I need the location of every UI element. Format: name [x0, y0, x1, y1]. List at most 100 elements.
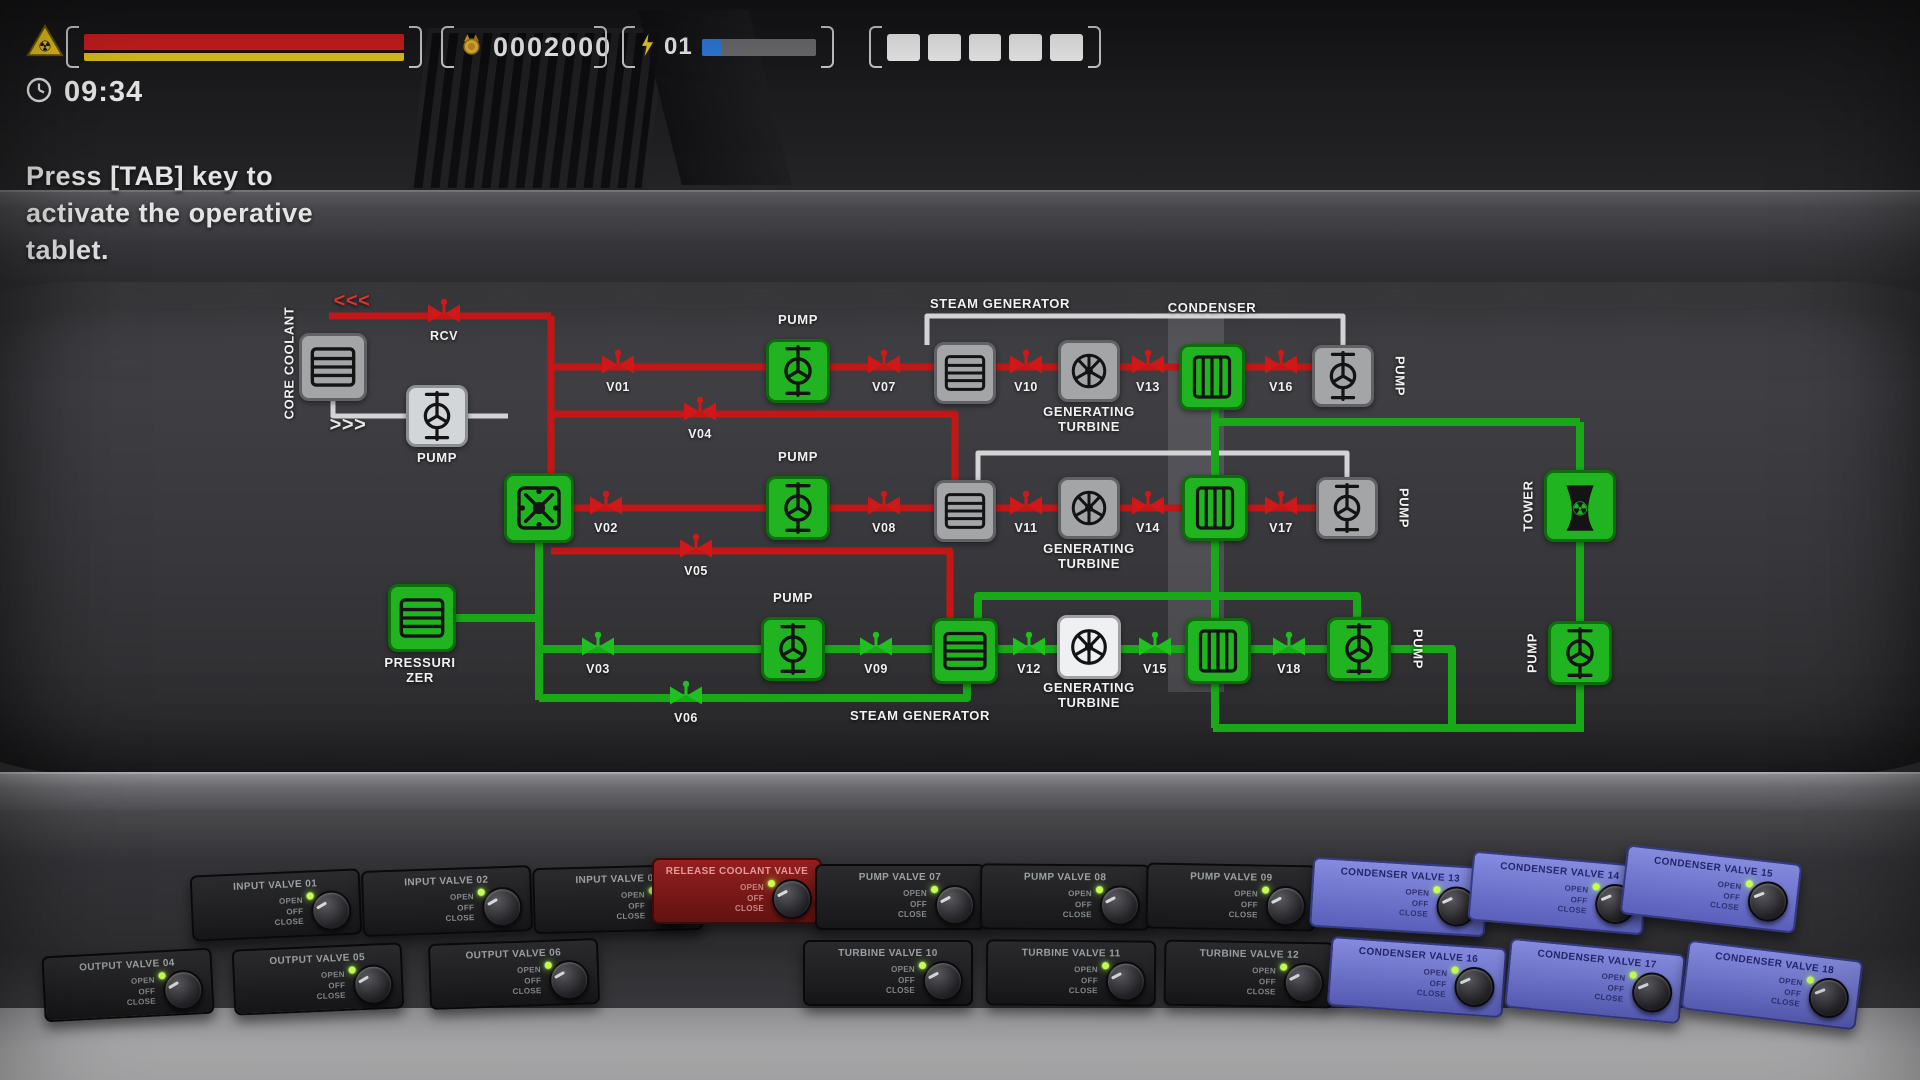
knob-position-off: OFF: [910, 899, 927, 909]
panel-title: TURBINE VALVE 12: [1199, 948, 1300, 961]
valve-knob[interactable]: [923, 961, 963, 1001]
valve-knob[interactable]: [1099, 885, 1141, 926]
valve-knob[interactable]: [352, 963, 395, 1006]
knob-position-open: OPEN: [1074, 965, 1099, 975]
knob-position-close: CLOSE: [316, 991, 346, 1002]
inventory-slot: [1009, 33, 1043, 61]
hint-line: activate the operative: [26, 198, 314, 228]
indicator-led: [919, 962, 926, 969]
indicator-led: [768, 880, 775, 887]
wall-upper: [0, 0, 1920, 193]
knob-area: [768, 879, 812, 919]
indicator-led: [931, 886, 938, 893]
knob-position-close: CLOSE: [616, 911, 646, 922]
valve-knob[interactable]: [1806, 975, 1852, 1021]
knob-area: [1102, 961, 1147, 1002]
panel-title: TURBINE VALVE 11: [1021, 947, 1121, 960]
knob-area: [1745, 879, 1791, 924]
knob-area: [1096, 885, 1141, 926]
knob-position-open: OPEN: [891, 965, 915, 975]
console-shelf: [0, 772, 1920, 812]
indicator-led: [1096, 886, 1104, 894]
indicator-led: [544, 961, 552, 969]
inventory-slot: [927, 33, 961, 61]
inventory-slot: [1050, 33, 1083, 61]
valve-knob[interactable]: [935, 885, 975, 925]
knob-position-close: CLOSE: [734, 904, 764, 914]
knob-position-close: CLOSE: [274, 917, 304, 928]
knob-position-off: OFF: [524, 975, 542, 986]
knob-area: [1629, 970, 1674, 1015]
knob-position-close: CLOSE: [1246, 987, 1276, 997]
valve-knob[interactable]: [1745, 879, 1791, 924]
panel-title: PUMP VALVE 09: [1190, 871, 1273, 884]
knob-area: [1806, 975, 1852, 1021]
valve-knob[interactable]: [1283, 962, 1325, 1004]
knob-position-off: OFF: [747, 893, 764, 903]
knob-position-close: CLOSE: [1557, 904, 1587, 916]
knob-position-open: OPEN: [620, 890, 646, 901]
radiation-warning-icon: ☢: [26, 24, 64, 63]
knob-position-off: OFF: [628, 901, 646, 911]
inventory-slot: [887, 33, 920, 61]
inventory-slots: [869, 26, 1101, 68]
indicator-led: [1280, 963, 1288, 971]
indicator-led: [1451, 966, 1459, 974]
knob-position-open: OPEN: [1234, 889, 1259, 899]
knob-area: [348, 963, 395, 1006]
valve-knob[interactable]: [772, 879, 812, 919]
valve-knob[interactable]: [1105, 961, 1147, 1002]
knob-position-off: OFF: [1240, 899, 1258, 910]
valve-knob[interactable]: [548, 959, 590, 1001]
knob-position-close: CLOSE: [1228, 910, 1258, 920]
indicator-led: [1629, 971, 1638, 979]
valve-knob[interactable]: [1265, 885, 1307, 927]
valve-knob[interactable]: [310, 889, 353, 932]
indicator-led: [1433, 886, 1441, 894]
knob-position-open: OPEN: [1423, 967, 1448, 979]
indicator-led: [306, 892, 314, 900]
indicator-led: [1745, 879, 1754, 888]
knob-position-close: CLOSE: [126, 996, 157, 1008]
knob-area: [544, 959, 590, 1001]
knob-position-off: OFF: [1074, 899, 1092, 909]
valve-knob[interactable]: [162, 969, 205, 1012]
health-bar: [66, 26, 422, 68]
knob-position-open: OPEN: [1068, 889, 1093, 899]
clock-icon: [26, 77, 52, 108]
knob-position-close: CLOSE: [1593, 992, 1624, 1005]
knob-area: [306, 889, 353, 932]
valve-knob[interactable]: [1630, 970, 1674, 1015]
indicator-led: [1102, 962, 1110, 970]
knob-position-close: CLOSE: [885, 986, 915, 996]
panel-title: PUMP VALVE 07: [858, 872, 942, 883]
energy-bar: [701, 38, 816, 56]
valve-knob[interactable]: [481, 886, 523, 928]
valve-knob[interactable]: [1453, 965, 1496, 1009]
energy-display: 01: [622, 26, 834, 68]
indicator-led: [1806, 976, 1815, 985]
floor-strip: [0, 1008, 1920, 1080]
tab-hint: Press [TAB] key to activate the operativ…: [26, 158, 313, 269]
medal-icon: [459, 32, 484, 62]
score-display: 0002000: [441, 26, 610, 68]
knob-area: [919, 961, 963, 1001]
